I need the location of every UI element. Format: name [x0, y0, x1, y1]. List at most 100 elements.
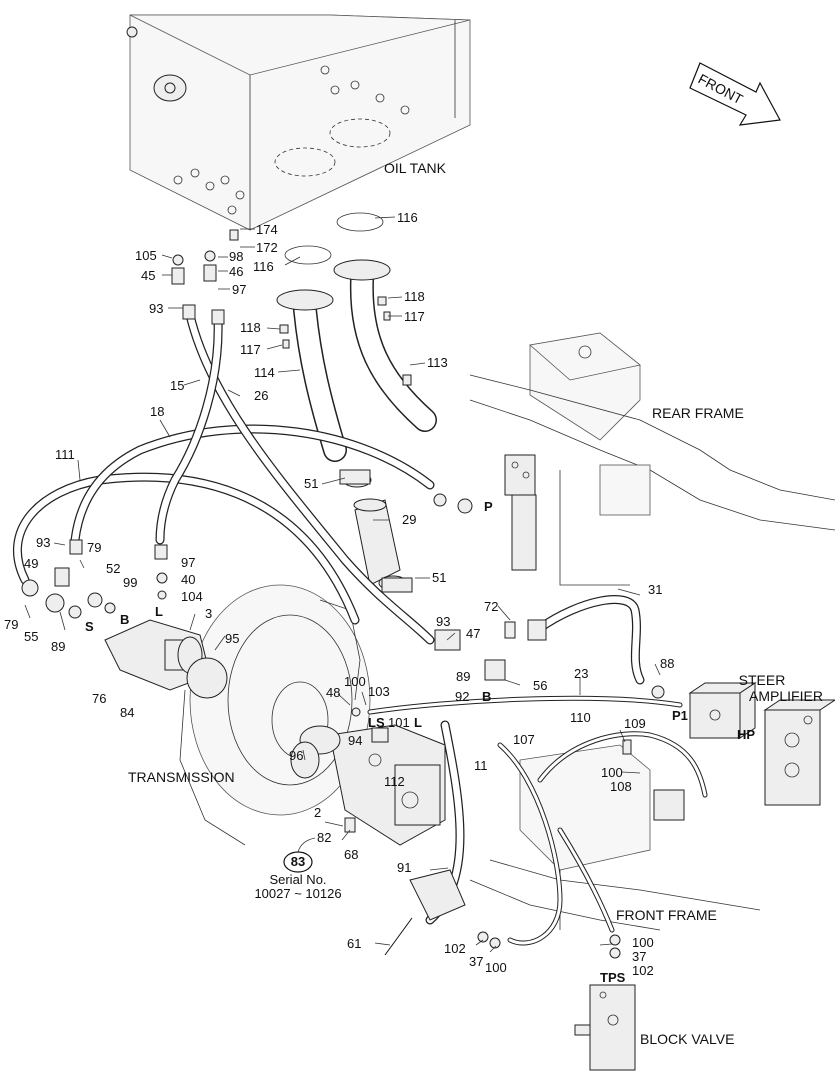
steer-amplifier [688, 682, 835, 806]
callout-76: 76 [92, 691, 106, 706]
front-arrow: FRONT [689, 62, 781, 126]
callout-15: 15 [170, 378, 184, 393]
callout-93: 93 [436, 614, 450, 629]
callout-47: 47 [466, 626, 480, 641]
port-labels: P L B S LS L B P1 HP TPS [85, 499, 755, 985]
suction-pipes [276, 212, 437, 462]
oil-tank-label: OIL TANK [384, 160, 447, 176]
callout-112: 112 [384, 774, 405, 789]
callout-18: 18 [150, 404, 164, 419]
callout-79: 79 [4, 617, 18, 632]
callout-11: 11 [474, 758, 488, 773]
callout-61: 61 [347, 936, 361, 951]
callout-95: 95 [225, 631, 239, 646]
callout-46: 46 [229, 264, 243, 279]
callout-93: 93 [36, 535, 50, 550]
callout-116: 116 [253, 259, 274, 274]
transmission [179, 584, 371, 846]
transmission-label: TRANSMISSION [128, 769, 235, 785]
callout-31: 31 [648, 582, 662, 597]
callout-29: 29 [402, 512, 416, 527]
callout-93: 93 [149, 301, 163, 316]
rear-frame [469, 332, 835, 586]
callout-40: 40 [181, 572, 195, 587]
callout-51: 51 [304, 476, 318, 491]
callout-45: 45 [141, 268, 155, 283]
port-b-left: B [120, 612, 129, 627]
callout-174: 174 [256, 222, 278, 237]
callout-104: 104 [181, 589, 203, 604]
callout-113: 113 [427, 355, 448, 370]
callout-118: 118 [240, 320, 261, 335]
block-valve [574, 984, 636, 1071]
callout-98: 98 [229, 249, 243, 264]
port-l-right: L [414, 715, 422, 730]
port-tps: TPS [600, 970, 626, 985]
callout-52: 52 [106, 561, 120, 576]
callout-88: 88 [660, 656, 674, 671]
callout-89: 89 [51, 639, 65, 654]
callout-82: 82 [317, 830, 331, 845]
callout-99: 99 [123, 575, 137, 590]
callout-56: 56 [533, 678, 547, 693]
callout-94: 94 [348, 733, 362, 748]
front-frame-label: FRONT FRAME [616, 907, 717, 923]
port-ls: LS [368, 715, 385, 730]
callout-109: 109 [624, 716, 646, 731]
callout-26: 26 [254, 388, 268, 403]
callout-91: 91 [397, 860, 411, 875]
callout-96: 96 [289, 748, 303, 763]
callout-3: 3 [205, 606, 212, 621]
callout-37: 37 [469, 954, 483, 969]
callout-23: 23 [574, 666, 588, 681]
hoses [12, 310, 708, 946]
callout-116: 116 [397, 210, 418, 225]
leader-lines [24, 216, 661, 953]
oil-tank [126, 14, 471, 231]
callout-100: 100 [601, 765, 623, 780]
assembly-labels: OIL TANK REAR FRAME TRANSMISSION STEER A… [128, 160, 823, 1047]
callout-118: 118 [404, 289, 425, 304]
callout-114: 114 [254, 365, 275, 380]
callout-108: 108 [610, 779, 632, 794]
callout-48: 48 [326, 685, 340, 700]
callout-110: 110 [570, 710, 591, 725]
callout-51: 51 [432, 570, 446, 585]
callout-101: 101 [388, 715, 410, 730]
callout-92: 92 [455, 689, 469, 704]
callout-100: 100 [344, 674, 366, 689]
callout-111: 111 [55, 447, 75, 462]
callout-102: 102 [632, 963, 654, 978]
fittings [21, 229, 685, 959]
serial-label: Serial No. [269, 872, 326, 887]
callout-102: 102 [444, 941, 466, 956]
callout-107: 107 [513, 732, 535, 747]
callout-84: 84 [120, 705, 134, 720]
port-l-left: L [155, 604, 163, 619]
callout-89: 89 [456, 669, 470, 684]
callout-72: 72 [484, 599, 498, 614]
serial-range: 10027 ~ 10126 [254, 886, 341, 901]
callout-105: 105 [135, 248, 157, 263]
callout-55: 55 [24, 629, 38, 644]
serial-badge [283, 837, 316, 873]
callout-2: 2 [314, 805, 321, 820]
port-hp: HP [737, 727, 755, 742]
rear-frame-label: REAR FRAME [652, 405, 744, 421]
callout-117: 117 [240, 342, 261, 357]
callout-79: 79 [87, 540, 101, 555]
mounting-block [384, 869, 466, 956]
callout-172: 172 [256, 240, 278, 255]
block-valve-label: BLOCK VALVE [640, 1031, 734, 1047]
steer-amplifier-label-line2: AMPLIFIER [749, 688, 823, 704]
steer-amplifier-label-line1: STEER [739, 672, 786, 688]
callout-49: 49 [24, 556, 38, 571]
callout-100: 100 [632, 935, 654, 950]
callout-103: 103 [368, 684, 390, 699]
callout-117: 117 [404, 309, 425, 324]
pump-main [299, 724, 446, 846]
port-p1: P1 [672, 708, 688, 723]
port-s: S [85, 619, 94, 634]
